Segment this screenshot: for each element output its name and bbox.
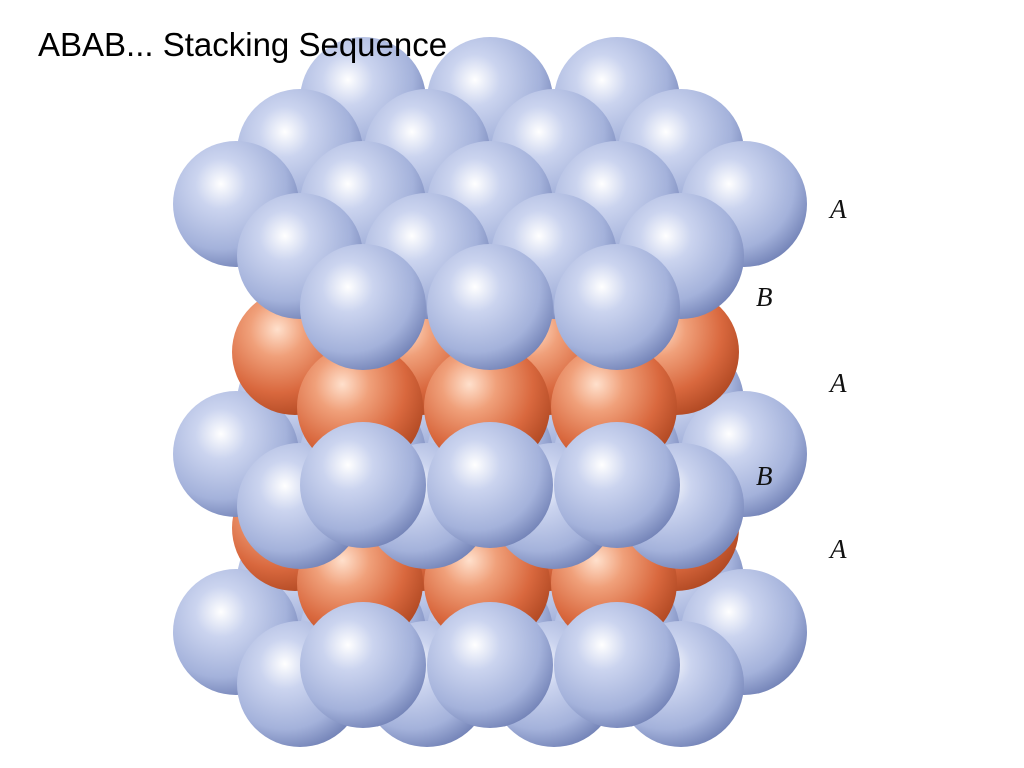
sphere-layer-a-1-front xyxy=(300,244,426,370)
sphere-stack xyxy=(173,37,807,747)
sphere-layer-a-2-front xyxy=(554,422,680,548)
sphere-layer-a-2-front xyxy=(427,422,553,548)
sphere-layer-a-3-front xyxy=(554,602,680,728)
layer-label-2: B xyxy=(756,282,773,312)
sphere-layer-a-1-front xyxy=(427,244,553,370)
sphere-layer-a-2-front xyxy=(300,422,426,548)
layer-label-5: A xyxy=(828,534,847,564)
sphere-layer-a-3-front xyxy=(300,602,426,728)
layer-label-1: A xyxy=(828,194,847,224)
layer-labels: A B A B A xyxy=(756,194,847,564)
layer-label-4: B xyxy=(756,461,773,491)
sphere-layer-a-1-front xyxy=(554,244,680,370)
layer-label-3: A xyxy=(828,368,847,398)
slide-title: ABAB... Stacking Sequence xyxy=(38,26,448,63)
sphere-layer-a-3-front xyxy=(427,602,553,728)
